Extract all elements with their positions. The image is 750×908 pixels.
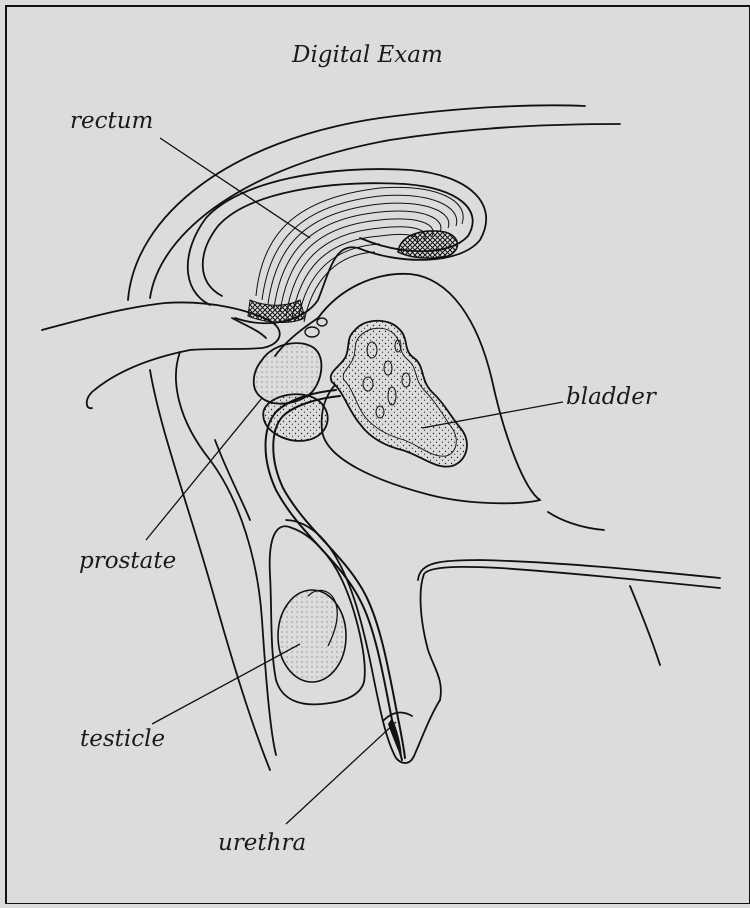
examining-finger: [42, 302, 280, 408]
rectum-leader: [160, 138, 310, 238]
back-contour: [128, 105, 585, 300]
inner-back-contour: [150, 124, 620, 298]
diagram-frame: [6, 6, 750, 904]
label-urethra: urethra: [218, 832, 306, 855]
anal-canal-hatch: [248, 300, 305, 322]
penis-dorsum-and-abdomen: [421, 567, 720, 700]
prostate-leader: [146, 398, 262, 540]
pelvic-floor-line: [215, 440, 250, 520]
seminal-vesicles: [305, 318, 327, 337]
diagram-title: Digital Exam: [292, 44, 443, 67]
label-prostate: prostate: [79, 550, 176, 573]
label-testicle: testicle: [80, 728, 165, 751]
thigh-edge-right: [630, 586, 660, 665]
urethra-leader: [286, 722, 396, 824]
perineum-contour: [176, 352, 276, 755]
urethra: [266, 390, 406, 760]
label-rectum: rectum: [70, 110, 153, 133]
abdominal-wall-line: [548, 512, 604, 530]
label-bladder: bladder: [566, 386, 656, 409]
abdominal-surface: [418, 560, 720, 580]
